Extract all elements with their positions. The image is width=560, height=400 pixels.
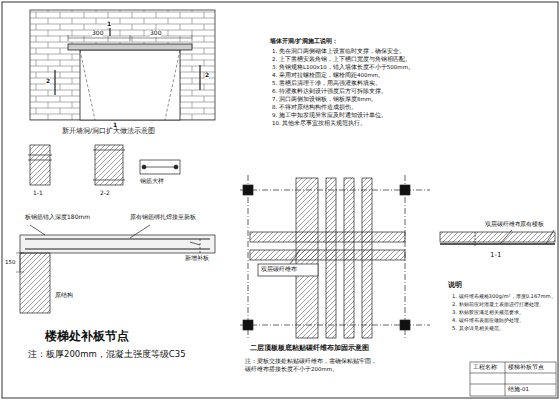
note-line: 5. 凿槽后清理干净，用高强灌浆料填实。 [272, 80, 381, 86]
floor-plan [240, 175, 430, 340]
dimension: 300 [150, 30, 161, 37]
section-mark: 2 [205, 72, 209, 79]
note-line: 9. 施工中如发现异常应及时通知设计单位。 [272, 112, 387, 118]
section-details [28, 145, 180, 185]
title-cell: 楼梯补板节点 [508, 364, 544, 370]
note-line: 1. 先在洞口两侧砌体上设置临时支撑，确保安全。 [272, 48, 405, 54]
figure-caption: 新开墙洞/洞口扩大做法示意图 [62, 128, 155, 135]
title-block [470, 362, 556, 396]
part-name: 双层碳纤维布 [261, 266, 297, 273]
section-title: 2-2 [100, 190, 110, 197]
dimension: 150 [5, 259, 16, 265]
figure-caption: 钢筋大样 [140, 178, 164, 184]
part-name: 双层碳纤维布 [485, 221, 521, 227]
section-title: 1-1 [490, 252, 501, 260]
note-line: 3. 粘贴胶应满足相关规范要求。 [452, 310, 524, 316]
slab-detail [16, 225, 215, 313]
note-line: 2. 粘贴前应对混凝土表面进行打磨处理。 [452, 302, 544, 308]
note-line: 7. 洞口两侧加设钢板，钢板厚度8mm。 [272, 96, 377, 102]
note-line: 5. 其余详见相关规范。 [452, 326, 504, 332]
part-name: 原有楼板 [520, 221, 544, 227]
dimension: 300 [92, 30, 103, 37]
note-line: 10. 其他未尽事宜按相关规范执行。 [272, 120, 367, 126]
note-line: 碳纤维布搭接长度不小于200mm。 [245, 366, 338, 372]
detail-note: 注：板厚200mm，混凝土强度等级C35 [28, 350, 186, 359]
notes-heading: 墙体开洞/扩洞施工说明： [270, 38, 338, 45]
section-mark: 2 [46, 78, 50, 85]
notes-heading: 说明 [448, 282, 462, 290]
note-text: 原有钢筋绑扎焊接至新板 [130, 214, 196, 221]
note-line: 4. 碳纤维布表面应做防护处理。 [452, 318, 524, 324]
note-line: 4. 采用对拉螺栓固定，螺栓间距400mm。 [272, 72, 384, 78]
note-line: 6. 待灌浆料达到设计强度后方可拆除支撑。 [272, 88, 387, 94]
note-line: 注：梁板交接处粘贴碳纤维布，需确保粘贴牢固， [245, 358, 377, 364]
note-text: 板钢筋锚入深度180mm [25, 214, 90, 221]
title-cell: 工程名称 [473, 364, 497, 370]
title-cell: 结施-01 [508, 386, 529, 392]
section-mark: 1 [107, 21, 111, 28]
detail-title: 楼梯处补板节点 [45, 330, 129, 343]
section-title: 1-1 [33, 190, 43, 197]
cfrp-section [440, 230, 555, 246]
note-line: 2. 上下凿槽安装角钢，上下槽口宽度与角钢相匹配。 [272, 56, 411, 62]
note-line: 8. 不得对原结构构件造成损伤。 [272, 104, 357, 110]
figure-caption: 二层顶板板底粘贴碳纤维布加固示意图 [250, 345, 369, 353]
part-name: 原结构 [55, 292, 73, 299]
note-line: 3. 角钢规格L100x10，锚入墙体长度不小于500mm。 [272, 64, 414, 70]
note-line: 1. 碳纤维布规格300g/m²，厚度0.167mm。 [452, 294, 556, 300]
wall-elevation [30, 10, 215, 120]
part-name: 新增补板 [185, 255, 209, 262]
